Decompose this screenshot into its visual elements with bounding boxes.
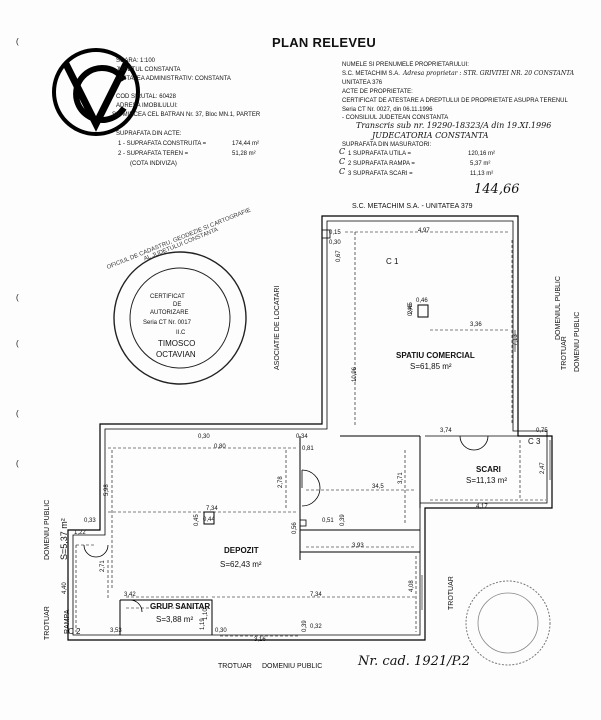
dim-label: 34,5 — [372, 484, 384, 490]
c1-label: C 1 — [386, 257, 399, 266]
dim-label: 7,34 — [206, 506, 218, 512]
stamp-line-2: DE — [173, 302, 182, 308]
margin-mark: ( — [16, 37, 19, 46]
dim-label: 0,51 — [322, 518, 334, 524]
suprafata-acte-label: SUPRAFATA DIN ACTE: — [116, 131, 182, 137]
dim-label: 0,44 — [203, 517, 215, 523]
dim-label: 0,34 — [296, 434, 308, 440]
dim-label: 0,33 — [84, 518, 96, 524]
sup-construita-label: 1 - SUPRAFATA CONSTRUITA = — [118, 141, 207, 147]
adresa-text: Str. MIRCEA CEL BATRAN Nr. 37, Bloc MN.1… — [112, 112, 261, 118]
judecatoria-text: JUDECATORIA CONSTANTA — [372, 131, 489, 140]
c1-label: 1 SUPRAFATA UTILA = — [348, 151, 411, 157]
stamp-line-3: AUTORIZARE — [150, 310, 189, 316]
seria-text: Seria CT Nr. 0027, din 06.11.1996 — [342, 107, 433, 113]
judet-text: JUDETUL CONSTANTA — [116, 67, 181, 73]
dim-label: 0,30 — [198, 434, 210, 440]
dim-label: 1,22 — [74, 530, 86, 536]
dim-label: 0,46 — [416, 298, 428, 304]
dim-label: 3,93 — [352, 543, 364, 549]
dim-label: 0,81 — [302, 446, 314, 452]
stamp-line-5: II.C — [176, 330, 186, 336]
depozit-name: DEPOZIT — [224, 546, 259, 555]
c3-label: 3 SUPRAFATA SCARI = — [348, 171, 413, 177]
c3-mark: C — [339, 167, 346, 176]
spatiu-comercial-area: S=61,85 m² — [410, 362, 452, 371]
certificat-text: CERTIFICAT DE ATESTARE A DREPTULUI DE PR… — [342, 98, 568, 104]
nr-cadastral: Nr. cad. 1921/P.2 — [358, 654, 471, 669]
margin-mark: ( — [16, 409, 19, 418]
stamp-line-1: CERTIFICAT — [150, 294, 185, 300]
dim-label: 3,74 — [440, 428, 452, 434]
c2-label: 2 SUPRAFATA RAMPA = — [348, 161, 415, 167]
unitate-admin-text: UNITATEA ADMINISTRATIV: CONSTANTA — [116, 76, 231, 82]
c1-value: 120,16 m² — [468, 151, 496, 157]
page-title: PLAN RELEVEU — [272, 35, 377, 50]
stamp-line-6: TIMOSCO — [158, 339, 196, 348]
proprietar-name: S.C. METACHIM S.A. — [342, 71, 400, 77]
margin-mark: ( — [16, 293, 19, 302]
dim-label: 4,97 — [418, 228, 430, 234]
cota-text: (COTA INDIVIZA) — [130, 161, 177, 167]
dim-label: 3,42 — [124, 592, 136, 598]
dim-label: 0,80 — [214, 444, 226, 450]
margin-mark: ( — [16, 339, 19, 348]
c2-mark: C — [339, 157, 346, 166]
top-neighbor-label: S.C. METACHIM S.A. - UNITATEA 379 — [352, 203, 473, 210]
stamp-line-7: OCTAVIAN — [156, 350, 196, 359]
dim-label: 3,36 — [470, 322, 482, 328]
c2-value: 5,37 m² — [470, 161, 491, 167]
dim-label: 7,34 — [310, 592, 322, 598]
sup-teren-value: 51,28 m² — [232, 151, 256, 157]
unitatea-text: UNITATEA 376 — [342, 80, 383, 86]
bottom-trotuar-label: TROTUAR — [218, 663, 252, 670]
adresa-label: ADRESA IMOBILULUI: — [116, 103, 178, 109]
sup-construita-value: 174,44 m² — [232, 141, 260, 147]
c2-label: C 2 — [68, 627, 81, 636]
total-handwritten: 144,66 — [474, 182, 520, 197]
proprietar-label: NUMELE SI PRENUMELE PROPRIETARULUI: — [342, 62, 469, 68]
adresa-proprietar: Adresa proprietar : STR. GRIVITEI NR. 20… — [403, 70, 575, 77]
dim-label: 0,75 — [536, 428, 548, 434]
dim-label: 0,32 — [310, 624, 322, 630]
margin-mark: ( — [16, 459, 19, 468]
c3-value: 11,13 m² — [470, 171, 494, 177]
vc-logo — [52, 48, 140, 136]
c1-mark: C — [339, 147, 346, 156]
grup-sanitar-area: S=3,88 m² — [156, 615, 194, 624]
cod-sirutal-text: COD SIRUTAL: 60428 — [116, 94, 176, 100]
scari-area: S=11,13 m² — [466, 476, 507, 485]
depozit-area: S=62,43 m² — [220, 560, 262, 569]
consiliu-text: - CONSILIUL JUDETEAN CONSTANTA — [342, 115, 449, 121]
spatiu-comercial-name: SPATIU COMERCIAL — [396, 351, 475, 360]
transcris-text: Transcris sub nr. 19290-18323/A din 19.X… — [356, 121, 552, 130]
dim-label: 3,53 — [110, 628, 122, 634]
scari-name: SCARI — [476, 465, 501, 474]
sup-masurat-label: SUPRAFATA DIN MASURATORI: — [342, 142, 432, 148]
dim-label: 0,30 — [329, 240, 341, 246]
scara-text: SCARA: 1:100 — [116, 58, 156, 64]
dim-label: 4,17 — [476, 504, 488, 510]
bottom-domeniu-label: DOMENIU PUBLIC — [262, 663, 323, 670]
c3-label: C 3 — [528, 437, 541, 446]
grup-sanitar-name: GRUP SANITAR — [150, 602, 211, 611]
dim-label: 0,30 — [215, 628, 227, 634]
stamp-line-4: Seria CT Nr. 0017 — [143, 320, 191, 326]
dim-label: 0,15 — [329, 230, 341, 236]
dim-label: 3,16 — [254, 637, 266, 643]
acte-label: ACTE DE PROPRIETATE: — [342, 89, 413, 95]
sup-teren-label: 2 - SUPRAFATA TEREN = — [118, 151, 189, 157]
